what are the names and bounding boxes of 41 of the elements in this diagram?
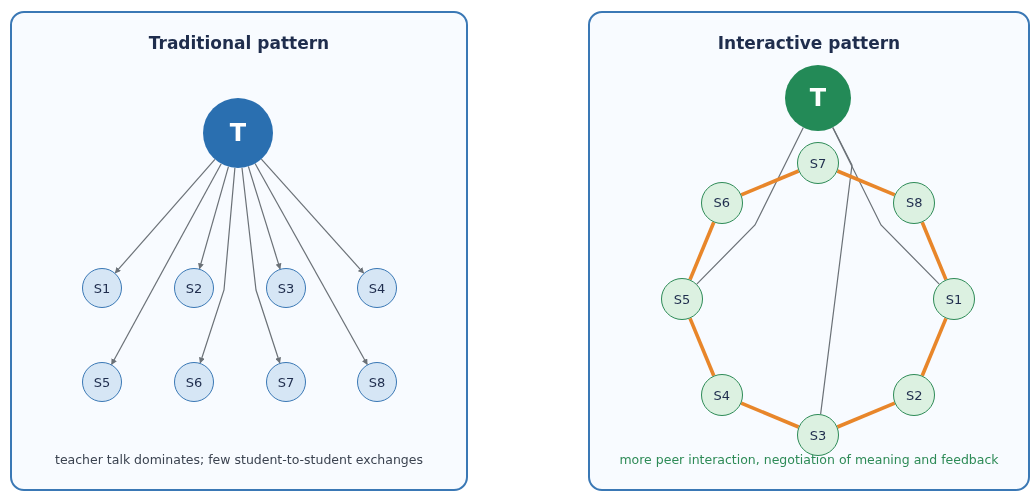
connector-line <box>836 169 896 197</box>
connector-line <box>696 126 804 285</box>
connector-line <box>836 401 896 429</box>
student-circle: S6 <box>700 181 743 224</box>
arrow <box>260 158 365 274</box>
arrow <box>198 166 230 270</box>
student-circle: S2 <box>174 268 214 308</box>
connector-line <box>740 401 800 429</box>
student-circle: S5 <box>82 362 122 402</box>
student-circle: S3 <box>266 268 306 308</box>
student-circle: S7 <box>797 142 839 184</box>
arrow <box>114 158 216 274</box>
connector-line <box>920 221 948 281</box>
student-circle: S7 <box>266 362 306 402</box>
teacher-circle: T <box>785 65 851 131</box>
arrow <box>254 162 368 366</box>
student-circle: S8 <box>893 181 936 224</box>
student-circle: S1 <box>82 268 122 308</box>
caption-text: teacher talk dominates; few student-to-student exchanges <box>55 452 423 467</box>
student-circle: S4 <box>357 268 397 308</box>
panel-card <box>588 11 1030 491</box>
teacher-circle: T <box>203 98 273 168</box>
connector-line <box>920 317 948 377</box>
arrow <box>199 167 236 364</box>
arrow <box>241 167 281 364</box>
panel-card <box>10 11 468 491</box>
panel-title: Traditional pattern <box>148 33 330 53</box>
student-circle: S2 <box>893 374 936 417</box>
connector-line <box>740 169 800 197</box>
student-circle: S1 <box>933 278 975 320</box>
connector-line <box>688 317 716 377</box>
connector-line <box>820 126 853 415</box>
arrow <box>111 163 222 366</box>
connector-line <box>832 126 940 285</box>
panel-title: Interactive pattern <box>717 33 901 53</box>
connector-line <box>688 221 716 281</box>
student-circle: S5 <box>661 278 703 320</box>
student-circle: S4 <box>700 374 743 417</box>
student-circle: S8 <box>357 362 397 402</box>
arrow <box>247 165 282 270</box>
student-circle: S6 <box>174 362 214 402</box>
